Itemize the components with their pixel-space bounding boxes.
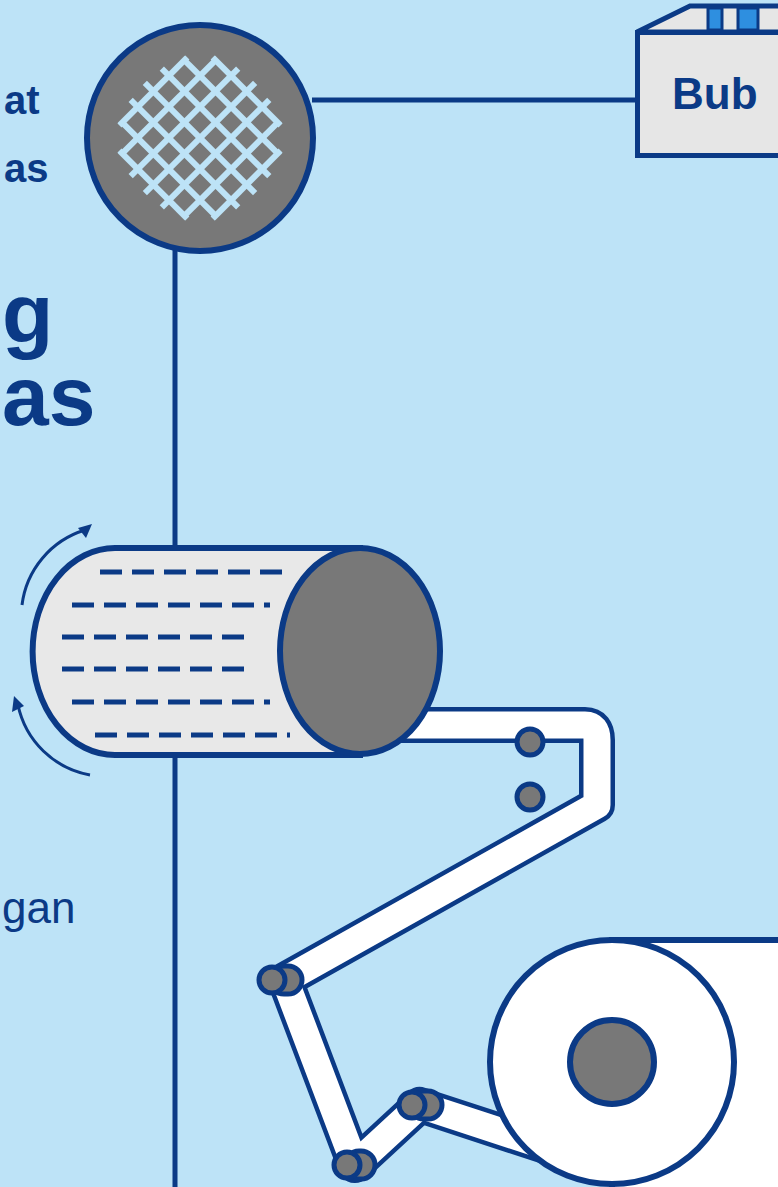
roll-face xyxy=(490,940,734,1184)
link-line xyxy=(312,98,640,103)
box-label: Bub xyxy=(672,69,778,119)
mesh-circle xyxy=(87,25,313,251)
heading-text: gan xyxy=(2,884,75,932)
box-roof xyxy=(637,6,778,32)
window xyxy=(738,8,758,30)
mesh-icon xyxy=(90,28,311,249)
heading-text: g xyxy=(2,268,53,360)
heading-text: as xyxy=(2,350,95,442)
process-box: Bub xyxy=(635,30,778,158)
drum-perforations xyxy=(62,572,290,735)
arrow-head xyxy=(12,696,24,712)
window xyxy=(708,8,722,30)
heading-text: as xyxy=(4,146,49,190)
drum-end xyxy=(280,548,440,754)
arrow-head xyxy=(78,524,92,538)
heading-text: at xyxy=(4,78,40,122)
roll-core xyxy=(570,1020,654,1104)
